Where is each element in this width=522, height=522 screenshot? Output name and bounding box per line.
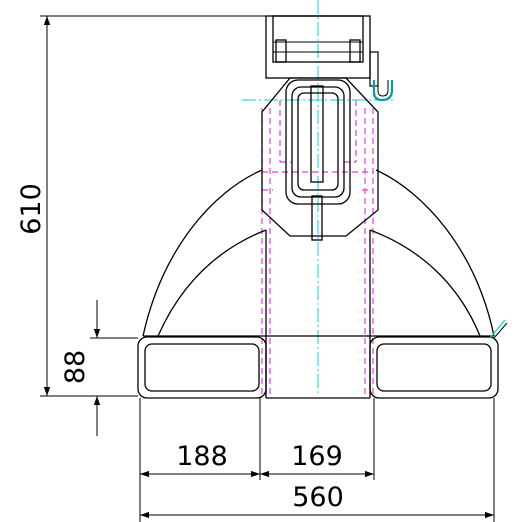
dimension-188-169: 188 169 [139,398,495,522]
arch [142,169,495,337]
top-frame [265,15,378,79]
dimension-560-label: 560 [292,482,344,513]
left-arm [137,336,267,399]
arch-end-marker-2 [493,322,508,339]
dimension-610-label: 610 [16,183,47,235]
right-arm [369,336,499,399]
hidden-lines [261,100,374,396]
dimension-88-label: 88 [60,350,91,384]
dimension-560: 560 [140,482,494,519]
arch-end-marker [489,319,506,339]
dimension-188-label: 188 [176,441,228,472]
dimension-610: 610 [16,15,266,397]
octagon-body [261,77,379,241]
hook-icon [369,51,394,102]
dimension-169-label: 169 [291,441,343,472]
dimension-88: 88 [60,300,138,436]
